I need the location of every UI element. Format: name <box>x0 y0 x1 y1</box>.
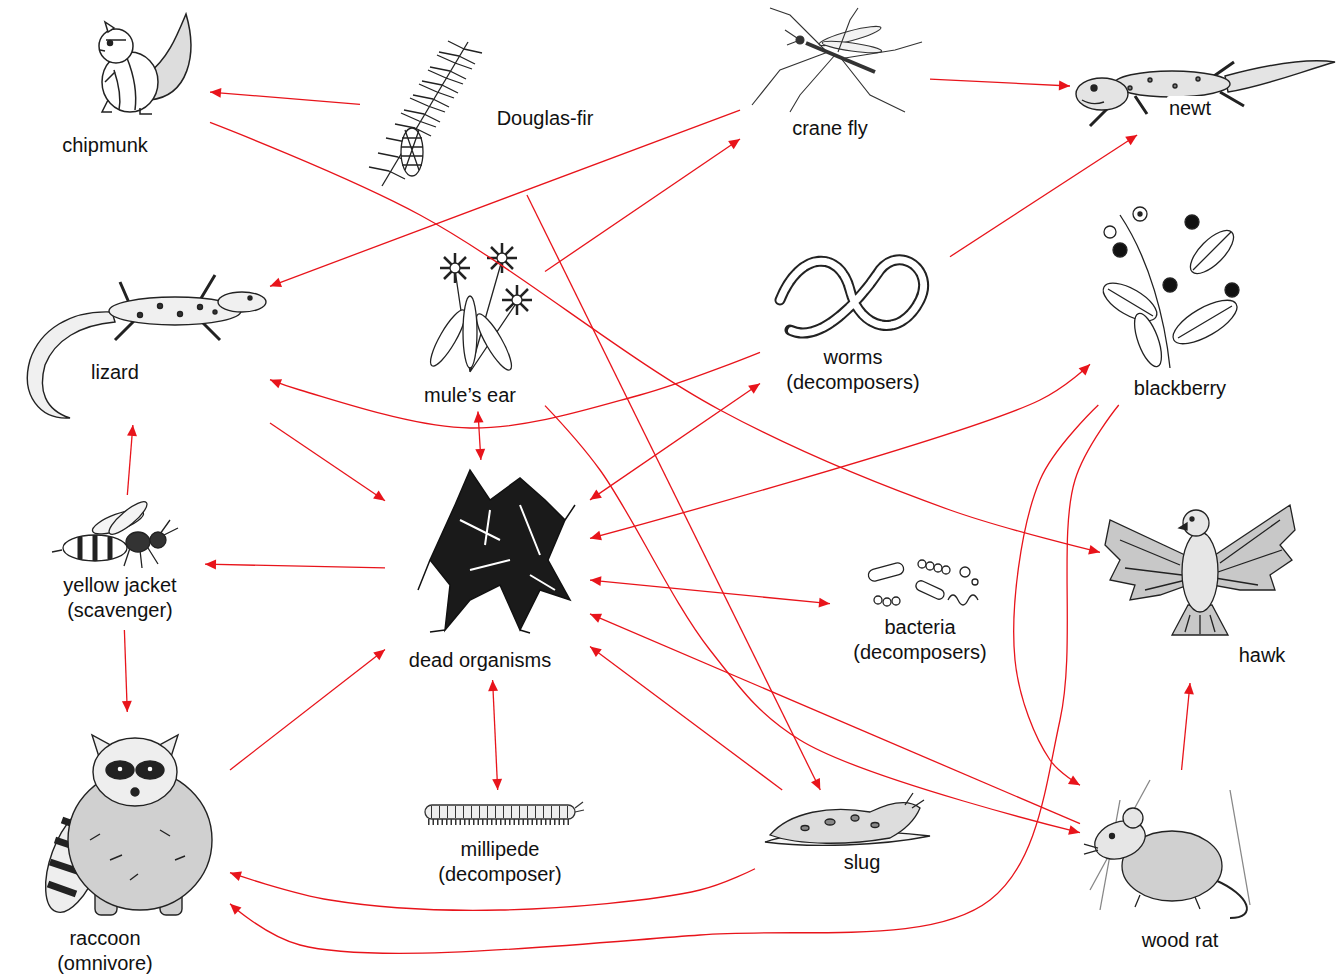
organism-node: hawk <box>1100 478 1300 683</box>
organism-label: worms (decomposers) <box>776 345 930 395</box>
food-arrow <box>545 406 1080 833</box>
organism-label: crane fly <box>790 116 870 141</box>
food-arrow <box>930 79 1070 86</box>
organism-label: millipede (decomposer) <box>423 837 577 887</box>
organism-node: yellow jacket (scavenger) <box>39 495 205 630</box>
food-arrow <box>205 564 385 568</box>
organism-node: newt <box>1070 50 1335 135</box>
raccoon-drawing <box>34 735 212 920</box>
wood-rat-drawing <box>1084 780 1250 918</box>
organism-label: yellow jacket (scavenger) <box>43 573 197 623</box>
food-arrow <box>1182 683 1190 770</box>
organism-label: dead organisms <box>407 648 553 673</box>
food-arrow <box>1014 405 1099 785</box>
organism-node: mule’s ear <box>400 230 545 412</box>
chipmunk-drawing <box>99 14 191 114</box>
organism-node: wood rat <box>1080 770 1265 957</box>
blackberry-drawing <box>1098 207 1244 370</box>
food-arrow <box>590 614 1080 824</box>
organism-label: chipmunk <box>60 133 150 158</box>
douglas-fir-drawing <box>369 41 482 186</box>
food-arrow <box>230 405 1119 953</box>
bacteria-drawing <box>867 560 978 606</box>
organism-node: dead organisms <box>385 460 590 680</box>
organism-label: blackberry <box>1132 376 1228 401</box>
organism-node: Douglas-fir <box>360 35 615 195</box>
food-arrow <box>270 423 385 501</box>
slug-drawing <box>765 793 930 845</box>
food-arrow <box>590 647 782 790</box>
organism-node: chipmunk <box>40 5 210 165</box>
mules-ear-drawing <box>425 243 532 374</box>
crane-fly-drawing <box>752 8 922 112</box>
connector-group <box>124 79 1190 953</box>
organism-node: millipede (decomposer) <box>415 790 585 891</box>
food-arrow <box>127 425 133 495</box>
organism-node: slug <box>755 790 930 880</box>
organism-label: newt <box>1167 96 1213 121</box>
organism-label: mule’s ear <box>422 383 518 408</box>
organism-node: worms (decomposers) <box>760 238 950 399</box>
millipede-drawing <box>425 802 584 822</box>
organism-node: lizard <box>10 245 270 425</box>
newt-drawing <box>1076 61 1335 126</box>
lizard-drawing <box>27 275 266 418</box>
organism-node: blackberry <box>1090 195 1270 405</box>
organism-label: hawk <box>1237 643 1288 668</box>
food-arrow <box>210 92 360 104</box>
organism-label: raccoon (omnivore) <box>38 926 172 976</box>
hawk-drawing <box>1105 505 1295 635</box>
organism-node: bacteria (decomposers) <box>830 550 1010 675</box>
food-arrow <box>478 412 481 461</box>
worms-drawing <box>780 260 924 333</box>
food-arrow <box>124 630 127 712</box>
food-arrow <box>950 135 1137 257</box>
yellow-jacket-drawing <box>52 497 178 568</box>
food-arrow <box>527 195 820 790</box>
food-arrow <box>270 352 760 428</box>
food-arrow <box>230 650 385 770</box>
organism-label: lizard <box>89 360 141 385</box>
organism-label: slug <box>842 850 883 875</box>
food-arrow <box>270 110 740 286</box>
organism-node: crane fly <box>740 4 930 145</box>
organism-label: Douglas-fir <box>495 106 596 131</box>
food-arrow <box>210 122 1100 552</box>
organism-label: wood rat <box>1140 928 1221 953</box>
organism-node: raccoon (omnivore) <box>34 712 230 980</box>
food-arrow <box>493 680 498 790</box>
food-arrow <box>590 384 760 500</box>
food-arrow <box>590 580 830 604</box>
dead-organisms-drawing <box>418 470 575 633</box>
organism-label: bacteria (decomposers) <box>843 615 997 665</box>
food-arrow <box>545 139 740 271</box>
